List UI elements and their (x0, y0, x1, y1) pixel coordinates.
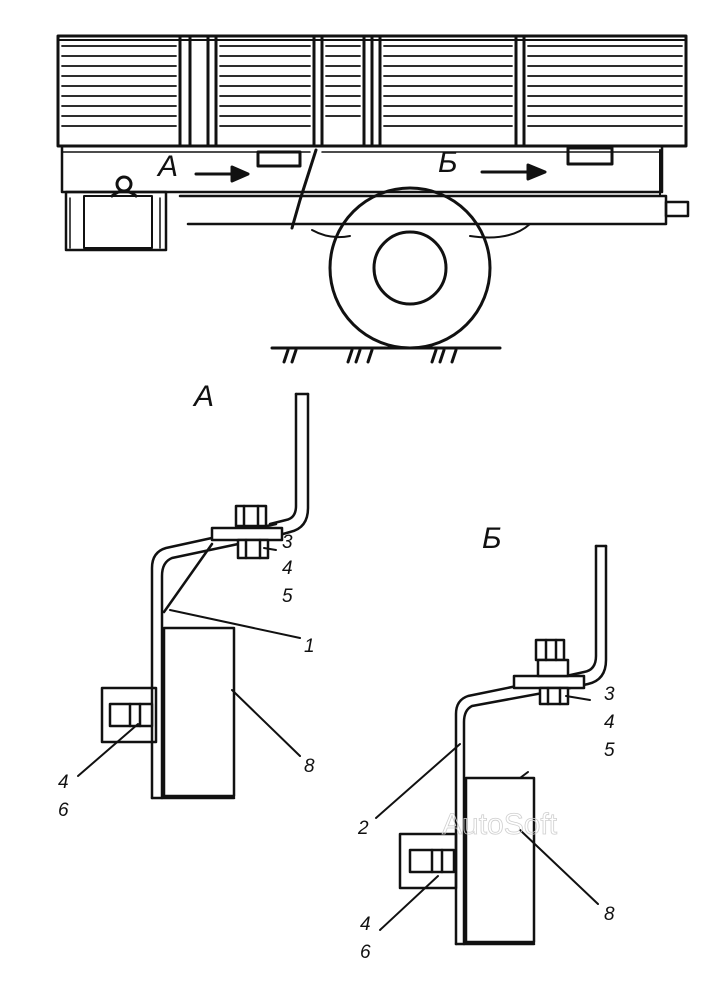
callout-b-4b: 4 (360, 914, 371, 935)
side-board-band (60, 144, 664, 194)
leader-lines-b (375, 695, 599, 931)
leader-lines-a (77, 547, 301, 777)
callout-a-6: 6 (58, 800, 69, 821)
ground-line (270, 346, 502, 364)
body-posts (178, 34, 526, 148)
view-letter-b-truck: Б (438, 146, 458, 179)
clamp-b (398, 832, 458, 890)
marker-plate-a (256, 150, 302, 168)
callout-b-2: 2 (357, 818, 369, 839)
detail-a-title: А (192, 380, 214, 413)
detail-b-title: Б (482, 522, 502, 555)
bolt-assembly-b (512, 638, 586, 706)
detail-b-drawing (375, 544, 608, 946)
rod-a (268, 392, 298, 526)
mudflap-b (464, 776, 536, 944)
callout-a-5: 5 (282, 586, 293, 607)
bracket-b (454, 674, 568, 946)
fender (290, 148, 318, 230)
callout-a-1: 1 (304, 636, 315, 657)
rear-light (664, 200, 690, 218)
tow-hook-icon (115, 175, 133, 193)
bracket-a (150, 522, 278, 800)
callout-b-3: 3 (604, 684, 615, 705)
watermark: AutoSoft (442, 808, 558, 841)
rod-b (564, 544, 598, 678)
wheel (328, 186, 492, 350)
callout-a-3: 3 (282, 532, 293, 553)
mudflap-a (162, 626, 236, 798)
chassis-frame (178, 194, 668, 226)
callout-b-6: 6 (360, 942, 371, 963)
marker-plate-b (566, 146, 614, 166)
arrow-a-icon (194, 165, 250, 183)
detail-a-drawing (77, 392, 310, 800)
callout-b-8: 8 (604, 904, 615, 925)
body-boards (61, 45, 683, 127)
callout-a-4: 4 (282, 558, 293, 579)
truck-side-view (56, 34, 690, 364)
clamp-a (100, 686, 158, 744)
callout-a-8: 8 (304, 756, 315, 777)
callout-b-4: 4 (604, 712, 615, 733)
view-letter-a-truck: А (156, 150, 178, 183)
callout-a-4b: 4 (58, 772, 69, 793)
arrow-b-icon (480, 163, 547, 181)
callout-b-5: 5 (604, 740, 615, 761)
